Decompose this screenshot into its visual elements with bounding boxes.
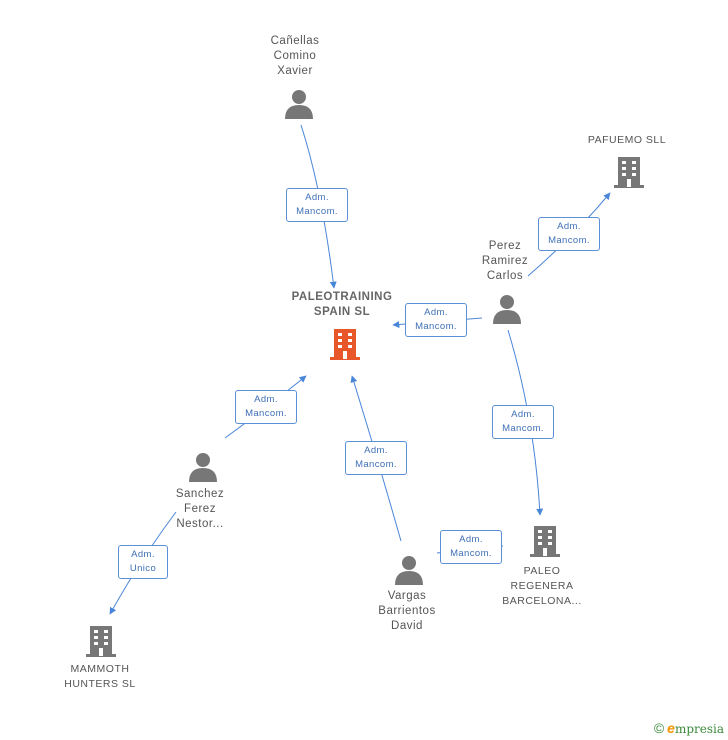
role-line-2: Unico [129,563,157,574]
role-line-2: Mancom. [450,548,492,559]
role-line-1: Adm. [305,192,329,203]
company-name-pafuemo[interactable]: PAFUEMO SLL [587,134,667,146]
role-line-2: Mancom. [355,459,397,470]
role-line-1: Adm. [424,307,448,318]
person-icon[interactable] [189,452,217,482]
building-icon[interactable] [614,155,644,189]
company-name-mammoth[interactable]: MAMMOTH HUNTERS SL [64,663,136,690]
footer-brand: ©empresia [654,720,724,736]
role-badge-canellas-center[interactable]: Adm. Mancom. [286,188,348,222]
copyright-icon: © [653,720,665,736]
person-icon[interactable] [285,89,313,119]
role-badge-vargas-paleo[interactable]: Adm. Mancom. [440,530,502,564]
role-badge-sanchez-center[interactable]: Adm. Mancom. [235,390,297,424]
role-badge-perez-pafuemo[interactable]: Adm. Mancom. [538,217,600,251]
role-badge-perez-paleo[interactable]: Adm. Mancom. [492,405,554,439]
role-line-2: Mancom. [296,206,338,217]
role-line-1: Adm. [459,534,483,545]
role-badge-sanchez-mammoth[interactable]: Adm. Unico [118,545,168,579]
building-icon[interactable] [330,327,360,361]
role-line-2: Mancom. [415,321,457,332]
role-line-1: Adm. [557,221,581,232]
person-icon[interactable] [493,294,521,324]
role-line-1: Adm. [131,549,155,560]
brand-logo-text: mpresia [674,722,724,736]
person-name-canellas[interactable]: Cañellas Comino Xavier [270,35,320,77]
role-line-1: Adm. [364,445,388,456]
person-name-sanchez[interactable]: Sanchez Ferez Nestor... [175,488,225,530]
building-icon[interactable] [86,624,116,658]
building-icon[interactable] [530,524,560,558]
company-name-paleo-regenera[interactable]: PALEO REGENERA BARCELONA... [502,565,582,607]
role-line-1: Adm. [254,394,278,405]
role-badge-perez-center[interactable]: Adm. Mancom. [405,303,467,337]
role-line-2: Mancom. [245,408,287,419]
role-badge-vargas-center[interactable]: Adm. Mancom. [345,441,407,475]
person-name-perez[interactable]: Perez Ramirez Carlos [481,240,529,282]
center-company-name[interactable]: PALEOTRAINING SPAIN SL [291,291,393,318]
role-line-1: Adm. [511,409,535,420]
person-icon[interactable] [395,555,423,585]
brand-logo-initial: e [667,720,675,736]
role-line-2: Mancom. [502,423,544,434]
role-line-2: Mancom. [548,235,590,246]
person-name-vargas[interactable]: Vargas Barrientos David [378,590,436,632]
